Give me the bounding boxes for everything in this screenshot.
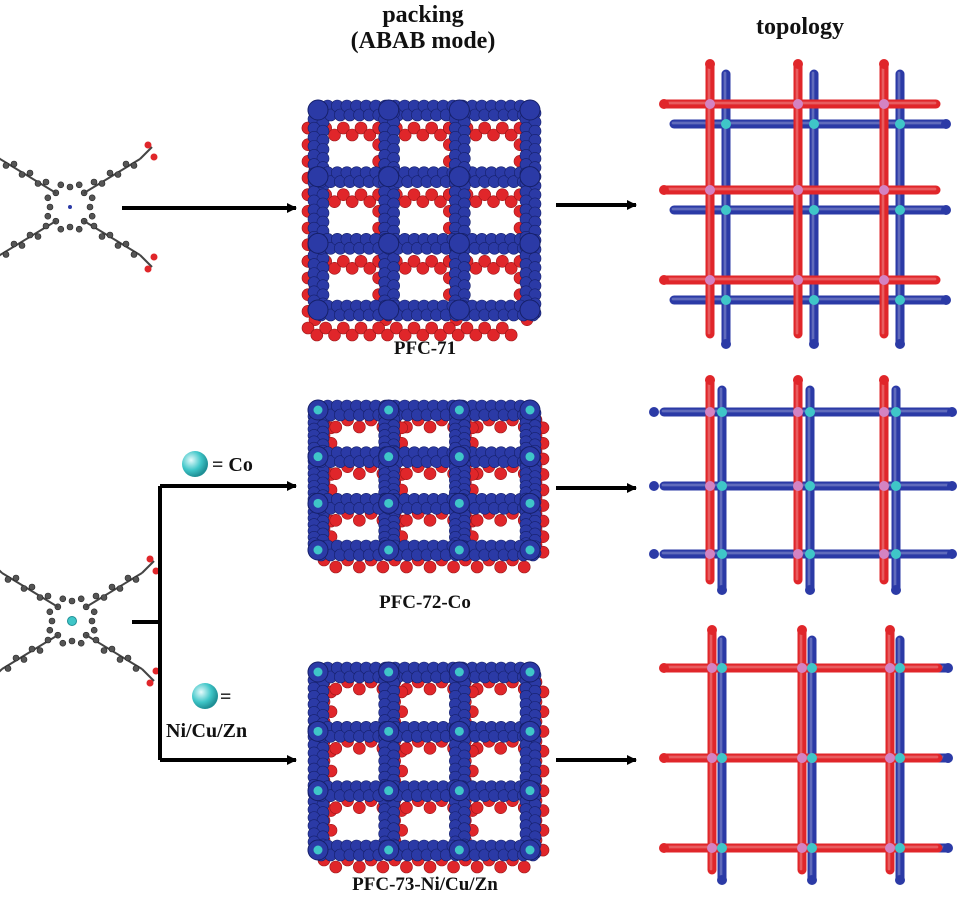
packing-pfc-73 — [307, 661, 550, 874]
topology-header: topology — [755, 14, 844, 40]
topology-pfc-73 — [659, 625, 953, 885]
legend-nicuzn-label: Ni/Cu/Zn — [166, 720, 248, 742]
caption-pfc-72-co: PFC-72-Co — [379, 592, 471, 613]
packing-header: packing (ABAB mode) — [323, 2, 523, 54]
packing-pfc-71 — [301, 99, 542, 342]
metalloporphyrin-ligand-molecule — [0, 555, 160, 687]
topology-pfc-71 — [659, 59, 951, 349]
caption-pfc-73: PFC-73-Ni/Cu/Zn — [352, 874, 498, 895]
topology-pfc-72-co — [649, 375, 957, 595]
porphyrin-ligand-molecule — [0, 141, 158, 273]
packing-header-line1: packing — [382, 2, 464, 28]
cobalt-ball-icon — [182, 451, 208, 477]
packing-header-line2: (ABAB mode) — [350, 28, 496, 54]
branch-bracket — [132, 481, 297, 765]
legend-nicuzn-eq: = — [220, 686, 232, 708]
legend-co-label: = Co — [212, 454, 253, 476]
metal-ball-icon — [192, 683, 218, 709]
packing-pfc-72-co — [307, 399, 550, 574]
caption-pfc-71: PFC-71 — [393, 338, 457, 359]
